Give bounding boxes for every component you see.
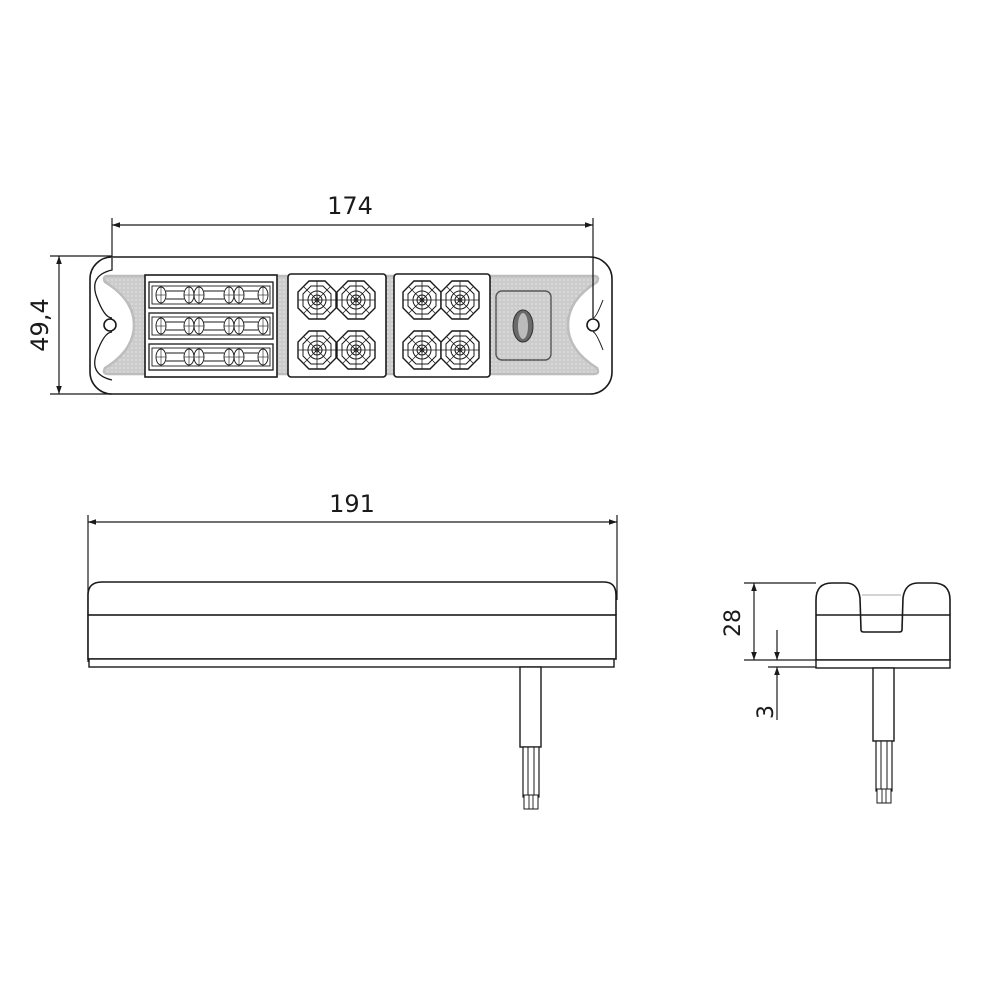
dimension-width-174: 174 [111, 192, 594, 265]
octagon-led-module-1 [287, 273, 387, 378]
side-base-plate [815, 659, 951, 669]
side-profile-body [815, 582, 951, 661]
dim-label-174: 174 [327, 192, 373, 220]
side-view: 28 3 [721, 582, 951, 804]
dim-label-3: 3 [754, 705, 779, 719]
housing-body-profile [87, 614, 617, 660]
top-view: 174 49,4 [26, 192, 613, 395]
strip-led-row-3 [148, 343, 274, 371]
reflector-window [495, 290, 552, 361]
mounting-hole-left [103, 318, 117, 332]
dim-label-28: 28 [721, 609, 746, 637]
side-cable [872, 667, 895, 804]
dim-label-191: 191 [329, 490, 375, 518]
dimension-base-3: 3 [754, 630, 816, 720]
front-view: 191 [87, 490, 618, 810]
dimension-height-49-4: 49,4 [26, 255, 112, 395]
octagon-led-module-2 [393, 273, 491, 378]
strip-led-row-2 [148, 312, 274, 340]
strip-led-row-1 [148, 281, 274, 309]
dim-label-49-4: 49,4 [26, 298, 54, 351]
dimension-height-28: 28 [721, 582, 816, 661]
cable [519, 666, 542, 810]
strip-led-module [144, 274, 278, 378]
base-plate-profile [88, 658, 615, 668]
mounting-hole-right [586, 318, 600, 332]
dimension-width-191: 191 [87, 490, 618, 662]
lens-cap-profile [87, 581, 617, 615]
